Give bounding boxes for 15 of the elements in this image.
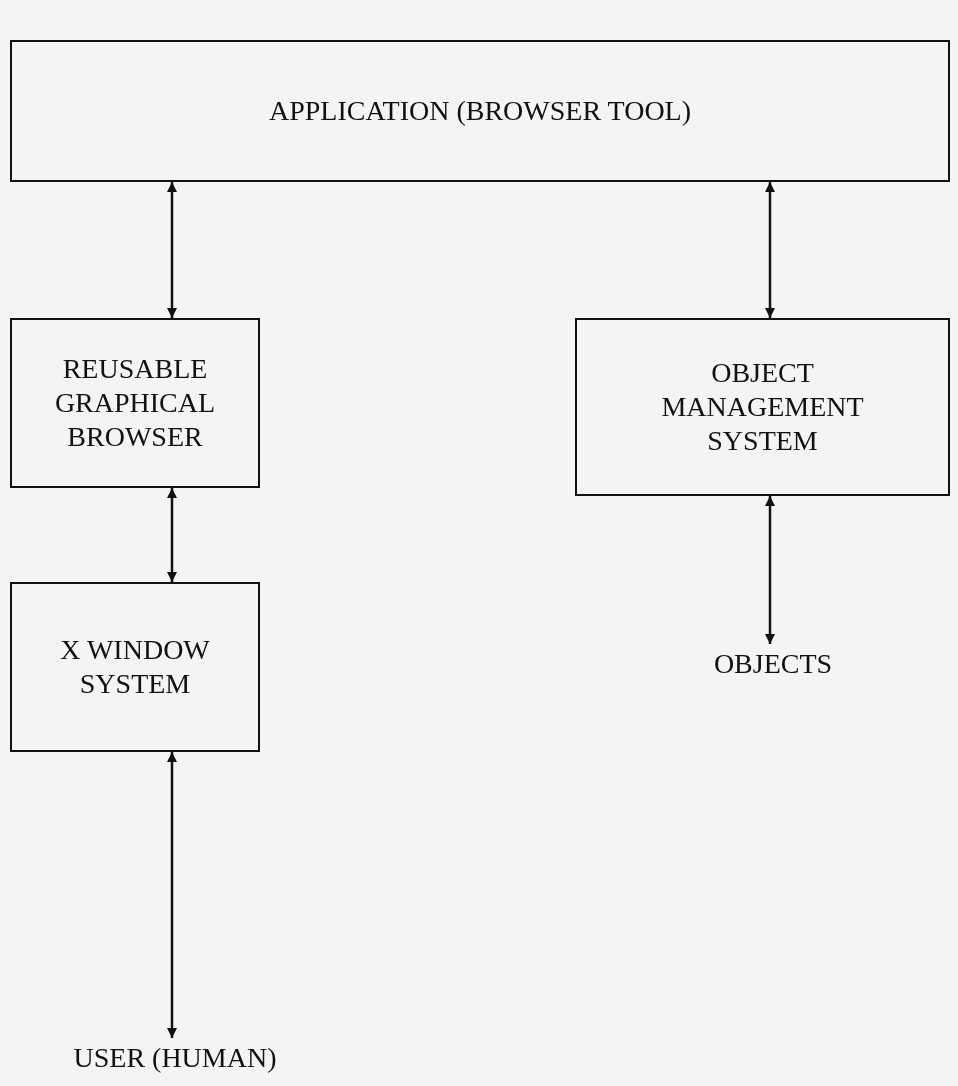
double-arrow xyxy=(167,752,177,1038)
box-label: APPLICATION (BROWSER TOOL) xyxy=(268,94,692,128)
node-label: OBJECTS xyxy=(713,647,833,681)
double-arrow xyxy=(765,182,775,318)
double-arrow xyxy=(167,488,177,582)
process-box xyxy=(10,40,950,182)
double-arrow xyxy=(765,496,775,644)
box-label: REUSABLE GRAPHICAL BROWSER xyxy=(53,352,217,454)
box-label: OBJECT MANAGEMENT SYSTEM xyxy=(660,356,865,458)
process-box xyxy=(10,318,260,488)
double-arrow xyxy=(167,182,177,318)
box-label: X WINDOW SYSTEM xyxy=(60,633,210,701)
process-box xyxy=(575,318,950,496)
node-label: USER (HUMAN) xyxy=(73,1041,277,1075)
process-box xyxy=(10,582,260,752)
